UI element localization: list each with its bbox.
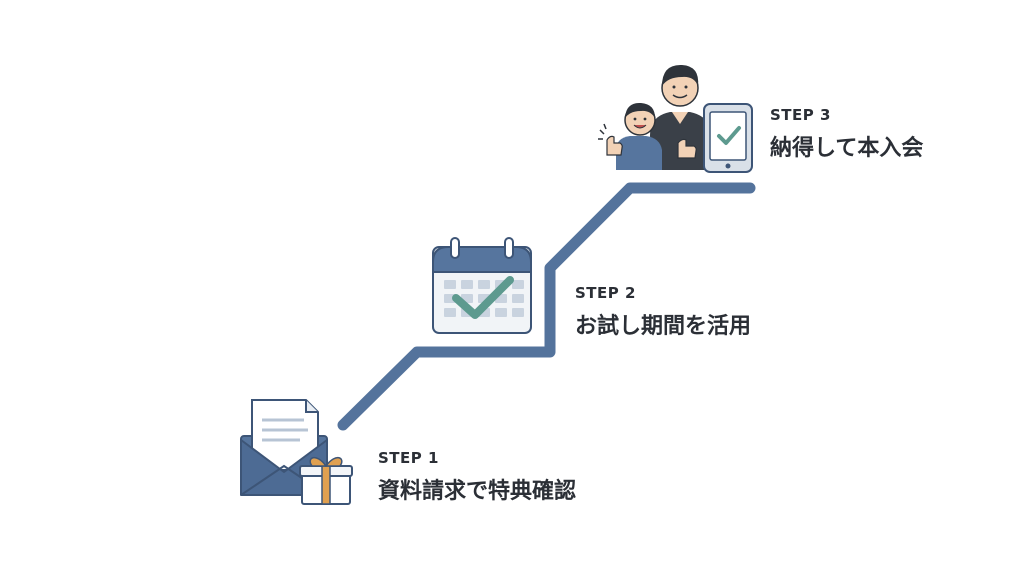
step-2-title: お試し期間を活用 (575, 314, 752, 339)
step-3-title: 納得して本入会 (770, 136, 924, 161)
step-2-label: STEP 2 お試し期間を活用 (575, 284, 751, 340)
step-1-title: 資料請求で特典確認 (378, 479, 577, 504)
step-1-number: STEP 1 (378, 449, 439, 467)
step-2-number: STEP 2 (575, 284, 636, 302)
staircase-path (337, 182, 756, 431)
envelope-gift-icon (240, 399, 353, 505)
calendar-check-icon (432, 237, 532, 334)
step-3-label: STEP 3 納得して本入会 (770, 106, 923, 162)
step-1-label: STEP 1 資料請求で特典確認 (378, 449, 576, 505)
family-thumbs-up-tablet-icon (598, 64, 753, 173)
step-3-number: STEP 3 (770, 106, 831, 124)
